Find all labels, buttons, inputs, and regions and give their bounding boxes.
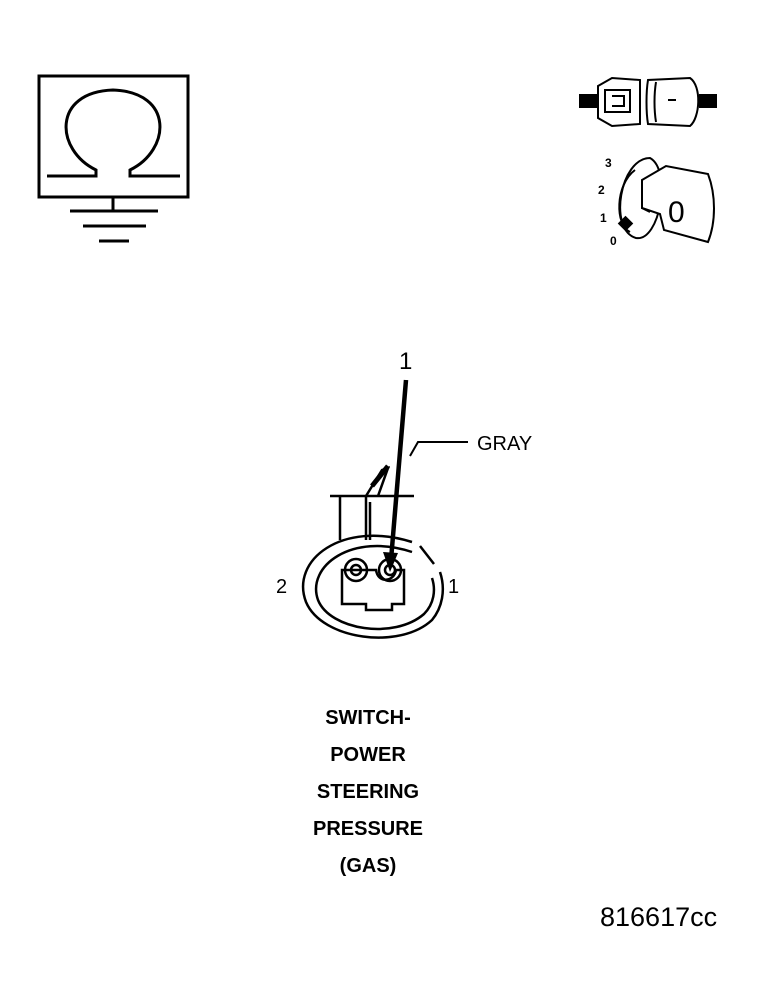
component-title: SWITCH- POWER STEERING PRESSURE (GAS) bbox=[268, 700, 468, 885]
terminal-pin-2 bbox=[343, 557, 369, 583]
ignition-key-off-icon bbox=[617, 156, 715, 244]
title-line-2: POWER bbox=[330, 744, 406, 766]
ohmmeter-ground-icon bbox=[37, 74, 190, 243]
pin-left-label: 2 bbox=[276, 576, 288, 598]
callout-number: 1 bbox=[399, 348, 413, 375]
connector-terminal-block bbox=[340, 568, 406, 612]
title-line-3: STEERING bbox=[316, 781, 420, 803]
ignition-position-2: 2 bbox=[598, 183, 605, 197]
title-line-5: (GAS) bbox=[339, 855, 397, 877]
callout-arrow bbox=[383, 379, 409, 572]
wire-color-leader bbox=[409, 441, 468, 457]
connector-disconnect-icon bbox=[579, 76, 717, 128]
title-line-1: SWITCH- bbox=[325, 707, 411, 729]
title-line-4: PRESSURE bbox=[312, 818, 424, 840]
ignition-position-0: 0 bbox=[610, 234, 617, 248]
connector-shroud bbox=[301, 534, 444, 639]
ignition-position-1: 1 bbox=[600, 211, 607, 225]
connector-face bbox=[301, 464, 444, 639]
ignition-position-3: 3 bbox=[605, 156, 612, 170]
wire-color-label: GRAY bbox=[477, 433, 533, 455]
figure-code: 816617cc bbox=[600, 902, 718, 932]
ignition-key-position: 0 bbox=[668, 196, 685, 229]
pin-right-label: 1 bbox=[448, 576, 460, 598]
